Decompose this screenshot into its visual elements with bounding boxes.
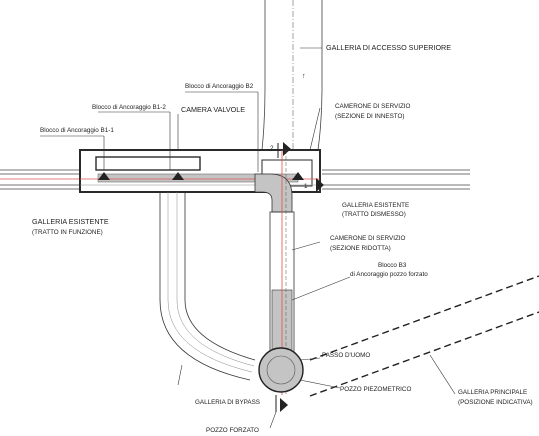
anchor-block-b1-1-icon — [98, 172, 110, 180]
label-galleria-principale-1: GALLERIA PRINCIPALE — [458, 389, 527, 396]
label-galleria-dismesso-2: (TRATTO DISMESSO) — [342, 211, 406, 218]
existing-tunnel — [0, 169, 470, 190]
label-galleria-dismesso-1: GALLERIA ESISTENTE — [342, 202, 409, 209]
section-marker-bottom — [275, 395, 288, 412]
section-marker-2: 2 — [270, 142, 291, 158]
bypass-gallery — [159, 192, 256, 381]
anchor-block-b1-2-icon — [172, 172, 184, 180]
label-galleria-bypass: GALLERIA DI BYPASS — [195, 399, 260, 406]
label-blocco-b3-1: Blocco B3 — [378, 262, 407, 269]
section-marker-1: 1 — [304, 178, 324, 192]
label-galleria-principale-2: (POSIZIONE INDICATIVA) — [458, 399, 533, 406]
label-galleria-esistente-1: GALLERIA ESISTENTE — [32, 217, 109, 226]
piezometric-shaft — [258, 347, 304, 393]
label-blocco-b2: Blocco di Ancoraggio B2 — [185, 83, 254, 90]
label-passo-duomo: PASSO D'UOMO — [322, 352, 370, 359]
label-pozzo-piezometrico: POZZO PIEZOMETRICO — [340, 386, 411, 393]
access-tunnel-arrow: ↑ — [302, 71, 306, 80]
label-blocco-b1-1: Blocco di Ancoraggio B1-1 — [40, 127, 114, 134]
label-camerone-innesto-2: (SEZIONE DI INNESTO) — [335, 113, 405, 120]
anchor-block-b2-icon — [292, 172, 304, 180]
label-blocco-b1-2: Blocco di Ancoraggio B1-2 — [92, 104, 166, 111]
label-blocco-b3-2: di Ancoraggio pozzo forzato — [350, 271, 428, 278]
label-pozzo-forzato: POZZO FORZATO — [206, 427, 259, 434]
label-camerone-ridotta-1: CAMERONE DI SERVIZIO — [330, 235, 406, 242]
svg-text:1: 1 — [304, 183, 308, 190]
label-camerone-ridotta-2: (SEZIONE RIDOTTA) — [330, 245, 391, 252]
access-tunnel — [261, 0, 323, 151]
main-gallery-dashed — [309, 275, 539, 397]
label-galleria-accesso: GALLERIA DI ACCESSO SUPERIORE — [326, 43, 451, 52]
label-camera-valvole: CAMERA VALVOLE — [181, 105, 245, 114]
leader-lines — [40, 47, 456, 429]
label-galleria-esistente-2: (TRATTO IN FUNZIONE) — [32, 229, 103, 236]
svg-text:2: 2 — [270, 145, 274, 152]
label-camerone-innesto-1: CAMERONE DI SERVIZIO — [335, 103, 411, 110]
